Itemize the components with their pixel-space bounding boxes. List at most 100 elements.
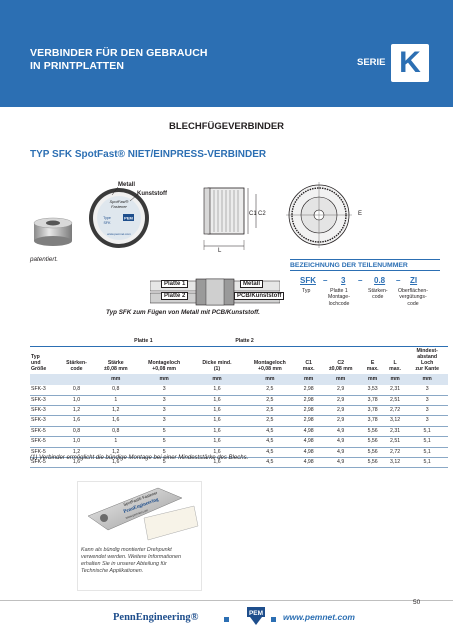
table-header-cell: Stärken- code: [66, 360, 87, 373]
table-cell: 2,9: [319, 405, 362, 417]
table-cell: 5,56: [361, 426, 384, 438]
table-cell: 3: [406, 405, 448, 417]
label-metall: Metall: [118, 182, 136, 188]
label-metall-assembly: Metall: [240, 280, 264, 288]
series-letter: K: [399, 46, 421, 79]
table-header-cell: Dicke mind. (1): [202, 360, 232, 373]
table-cell: 1,6: [191, 415, 243, 427]
table-header-cell: Montageloch +0,08 mm: [148, 360, 181, 373]
table-cell: 4,5: [242, 436, 298, 448]
page-number: 50: [413, 599, 421, 606]
table-cell: 2,51: [383, 395, 407, 406]
table-cell: 1,2: [58, 405, 95, 417]
table-cell: SFK-5: [30, 436, 59, 448]
spotfast-badge: SpotFast® Fastener Type SFK PEM www.pemn…: [89, 188, 149, 248]
table-unit-cell: mm: [406, 373, 448, 386]
table-cell: 3,12: [383, 457, 407, 469]
table-cell: 2,72: [383, 447, 407, 458]
label-pcb: PCB/Kunststoff: [234, 292, 285, 300]
table-cell: 2,98: [297, 385, 320, 396]
code-zi: ZI: [410, 276, 418, 285]
table-cell: 4,9: [319, 436, 362, 448]
table-cell: 2,9: [319, 415, 362, 427]
table-unit-cell: mm: [319, 373, 362, 386]
table-cell: 1,6: [191, 447, 243, 458]
table-cell: 5,1: [406, 457, 448, 469]
table-cell: 2,5: [242, 395, 298, 406]
table-cell: 4,98: [297, 436, 320, 448]
table-cell: 5,1: [406, 447, 448, 458]
table-header-cell: Mindest- abstand Loch zur Kante: [415, 347, 439, 373]
table-cell: 5,56: [361, 457, 384, 469]
table-cell: 1,6: [191, 395, 243, 406]
table-unit-cell: mm: [383, 373, 407, 386]
table-header-cell: Montageloch +0,08 mm: [253, 360, 286, 373]
table-cell: 5,1: [406, 426, 448, 438]
photo-image: SpotFast® Fastener PennEngineering www.p…: [87, 487, 199, 541]
table-unit-cell: mm: [297, 373, 320, 386]
table-group-row: Platte 1 Platte 2: [30, 337, 448, 347]
table-cell: 1: [94, 436, 137, 448]
desc-oberflaeche: Oberflächen- vergütungs- code: [398, 288, 428, 307]
table-cell: 2,31: [383, 385, 407, 396]
badge-line1: SpotFast®: [110, 199, 129, 204]
table-cell: 1,0: [58, 436, 95, 448]
table-cell: 3,78: [361, 415, 384, 427]
table-cell: 3: [136, 395, 192, 406]
table-cell: 4,98: [297, 447, 320, 458]
table-header-cell: Stärke ±0,08 mm: [103, 360, 128, 373]
table-cell: 4,9: [319, 426, 362, 438]
group-platte2: Platte 2: [191, 337, 298, 347]
table-cell: 5,56: [361, 436, 384, 448]
page-header: VERBINDER FÜR DEN GEBRAUCH IN PRINTPLATT…: [0, 0, 453, 107]
desc-staerke: Stärken- code: [368, 288, 388, 301]
table-cell: 5: [136, 436, 192, 448]
table-cell: 4,9: [319, 447, 362, 458]
group-platte1: Platte 1: [94, 337, 192, 347]
table-cell: SFK-3: [30, 415, 59, 427]
code-08: 0.8: [374, 276, 386, 285]
label-platte2: Platte 2: [161, 292, 189, 300]
dim-l: L: [218, 248, 222, 254]
table-cell: 4,98: [297, 457, 320, 469]
desc-typ: Typ: [302, 288, 311, 294]
desc-platte: Platte 1 Montage- lochcode: [328, 288, 350, 307]
table-cell: 5: [136, 426, 192, 438]
table-header-cell: C1 max.: [302, 360, 315, 373]
footer-divider: [0, 600, 453, 601]
series-label: SERIE: [357, 57, 386, 68]
table-cell: SFK-5: [30, 447, 59, 458]
website-link[interactable]: www.pemnet.com: [283, 612, 355, 622]
table-cell: 3: [406, 385, 448, 396]
table-cell: 0,8: [58, 426, 95, 438]
table-cell: 5: [136, 457, 192, 469]
dim-c2: C2: [258, 211, 266, 217]
part-number-designation: BEZEICHNUNG DER TEILENUMMER SFK – 3 – 0.…: [290, 259, 440, 307]
table-cell: 3,53: [361, 385, 384, 396]
table-cell: 1,6: [58, 415, 95, 427]
table-cell: 1,6: [58, 457, 95, 469]
footnote: (1) Verbinder ermöglicht die bündige Mon…: [30, 455, 249, 461]
table-cell: 1,6: [94, 457, 137, 469]
table-cell: 5,1: [406, 436, 448, 448]
table-cell: 2,5: [242, 385, 298, 396]
table-unit-cell: [58, 373, 95, 386]
table-cell: 1,2: [58, 447, 95, 458]
table-cell: 2,72: [383, 405, 407, 417]
badge-line3: Type: [103, 216, 111, 220]
dim-e: E: [358, 211, 363, 217]
table-cell: SFK-5: [30, 457, 59, 469]
table-cell: 3: [136, 405, 192, 417]
table-header-cell: C2 ±0,08 mm: [328, 360, 353, 373]
footer-dot-1: [224, 617, 229, 622]
label-kunststoff: Kunststoff: [137, 191, 167, 197]
table-cell: 2,98: [297, 415, 320, 427]
table-cell: 4,5: [242, 447, 298, 458]
table-cell: 1,6: [191, 436, 243, 448]
